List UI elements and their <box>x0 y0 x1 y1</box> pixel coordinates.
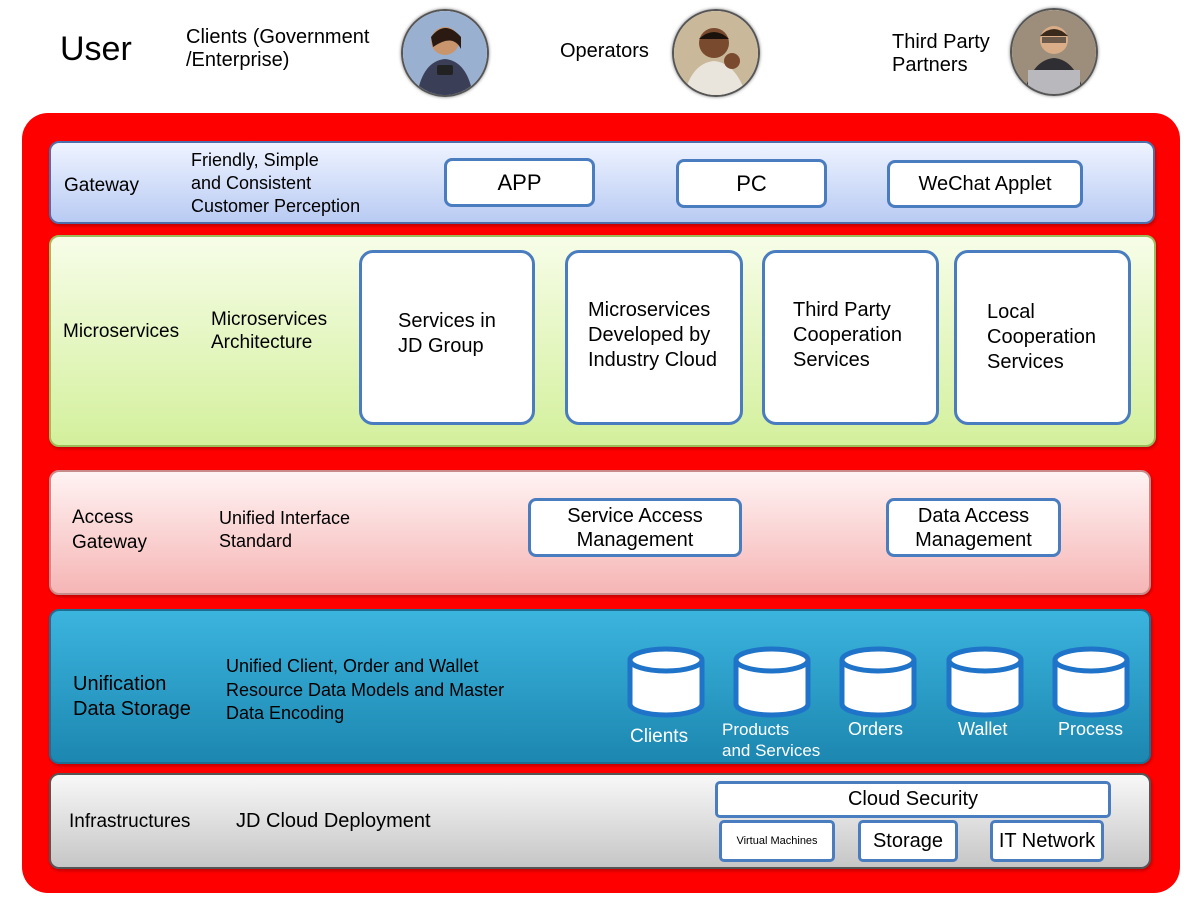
user-heading: User <box>60 30 132 68</box>
jd-group-services-box: Services in JD Group <box>359 250 535 425</box>
cloud-security-label: Cloud Security <box>847 788 979 810</box>
wechat-applet-box: WeChat Applet <box>887 160 1083 208</box>
virtual-machines-label: Virtual Machines <box>736 835 818 847</box>
partners-label: Third Party Partners <box>892 31 990 76</box>
process-db-label: Process <box>1058 719 1124 739</box>
third-party-cooperation-box: Third Party Cooperation Services <box>762 250 939 425</box>
app-label: APP <box>497 169 542 195</box>
wechat-applet-label: WeChat Applet <box>918 172 1052 195</box>
infrastructures-layer-title: Infrastructures <box>69 811 191 832</box>
data-storage-layer-desc: Unified Client, Order and Wallet Resourc… <box>226 656 505 723</box>
gateway-layer-desc: Friendly, Simple and Consistent Customer… <box>191 150 361 216</box>
data-storage-layer-title: Unification Data Storage <box>73 673 191 720</box>
local-cooperation-box: Local Cooperation Services <box>954 250 1131 425</box>
data-access-management-label: Data Access Management <box>915 504 1032 551</box>
clients-database-icon <box>626 646 706 718</box>
pc-box: PC <box>676 159 827 208</box>
microservices-layer-desc: Microservices Architecture <box>211 309 328 353</box>
industry-cloud-microservices-label: Microservices Developed by Industry Clou… <box>588 299 717 371</box>
industry-cloud-microservices-box: Microservices Developed by Industry Clou… <box>565 250 743 425</box>
process-database-icon <box>1051 646 1131 718</box>
service-access-management-label: Service Access Management <box>567 504 703 551</box>
clients-avatar <box>401 9 489 97</box>
storage-label: Storage <box>872 829 944 852</box>
wallet-db-label: Wallet <box>958 719 1008 739</box>
it-network-box: IT Network <box>990 820 1104 862</box>
clients-label: Clients (Government /Enterprise) <box>186 26 370 71</box>
operators-label: Operators <box>560 40 649 62</box>
data-access-management-box: Data Access Management <box>886 498 1061 557</box>
gateway-layer-title: Gateway <box>64 175 139 196</box>
storage-box: Storage <box>858 820 958 862</box>
microservices-layer-title: Microservices <box>63 321 180 342</box>
jd-group-services-label: Services in JD Group <box>398 310 496 357</box>
products-services-db-label: Products and Services <box>722 720 821 760</box>
operators-avatar <box>672 9 760 97</box>
pc-label: PC <box>736 170 767 196</box>
infrastructures-layer-desc: JD Cloud Deployment <box>236 810 431 832</box>
app-box: APP <box>444 158 595 207</box>
service-access-management-box: Service Access Management <box>528 498 742 557</box>
partners-avatar <box>1010 8 1098 96</box>
access-gateway-layer-title: Access Gateway <box>72 507 147 553</box>
third-party-cooperation-label: Third Party Cooperation Services <box>793 299 902 371</box>
virtual-machines-box: Virtual Machines <box>719 820 835 862</box>
cloud-security-box: Cloud Security <box>715 781 1111 818</box>
local-cooperation-label: Local Cooperation Services <box>987 301 1096 373</box>
products-services-database-icon <box>732 646 812 718</box>
wallet-database-icon <box>945 646 1025 718</box>
orders-database-icon <box>838 646 918 718</box>
access-gateway-layer-desc: Unified Interface Standard <box>219 508 351 551</box>
clients-db-label: Clients <box>630 726 689 747</box>
orders-db-label: Orders <box>848 719 904 739</box>
it-network-label: IT Network <box>998 829 1096 852</box>
